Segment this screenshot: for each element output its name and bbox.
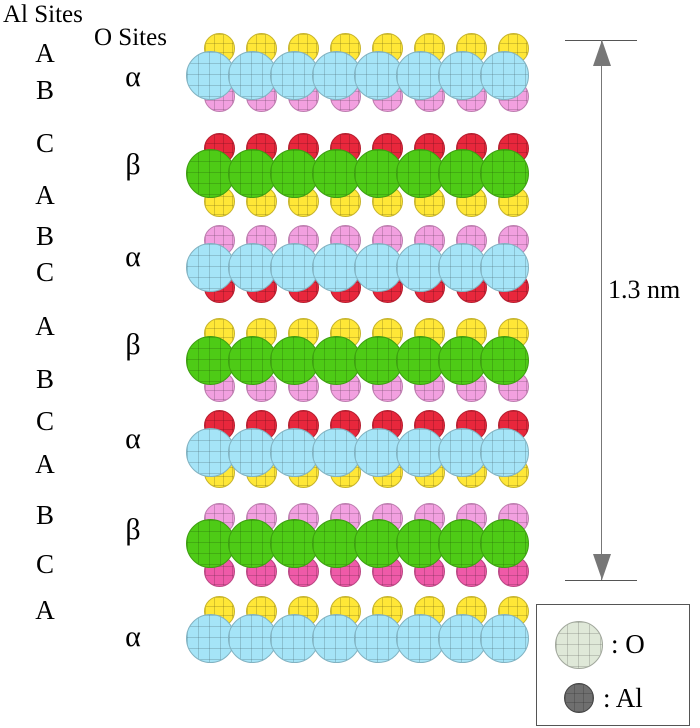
oxygen-atom	[396, 519, 445, 568]
oxygen-atom	[438, 336, 487, 385]
legend-oxygen-label: : O	[611, 629, 645, 659]
oxygen-atom	[186, 51, 235, 100]
oxygen-atom	[186, 519, 235, 568]
oxygen-atom	[480, 51, 529, 100]
oxygen-atom	[312, 149, 361, 198]
oxygen-atom	[228, 243, 277, 292]
o-site-label: α	[125, 60, 141, 93]
oxygen-atom	[270, 519, 319, 568]
al-site-label: C	[35, 128, 54, 158]
aluminium-atom	[330, 33, 361, 64]
oxygen-atom	[480, 519, 529, 568]
al-site-label: A	[35, 595, 55, 625]
oxygen-atom	[312, 428, 361, 477]
al-site-label: A	[35, 180, 55, 210]
oxygen-atom	[354, 614, 403, 663]
scale-bar-label: 1.3 nm	[608, 275, 681, 304]
oxygen-atom	[438, 51, 487, 100]
o-site-label: α	[125, 422, 141, 455]
o-site-label: β	[125, 328, 141, 361]
oxygen-atom	[354, 336, 403, 385]
oxygen-atom	[396, 614, 445, 663]
oxygen-atom	[312, 614, 361, 663]
oxygen-atom	[270, 428, 319, 477]
al-site-label: A	[35, 449, 55, 479]
oxygen-atom	[186, 614, 235, 663]
oxygen-atom	[354, 519, 403, 568]
oxygen-atom	[228, 519, 277, 568]
oxygen-atom	[480, 614, 529, 663]
oxygen-atom	[312, 243, 361, 292]
oxygen-atom	[438, 519, 487, 568]
scale-arrow-shaft	[601, 40, 602, 580]
al-sites-header: Al Sites	[3, 1, 83, 28]
al-site-label: C	[35, 257, 54, 287]
oxygen-atom	[228, 336, 277, 385]
oxygen-atom	[396, 149, 445, 198]
al-site-label: C	[35, 549, 54, 579]
oxygen-atom	[396, 428, 445, 477]
oxygen-atom	[312, 519, 361, 568]
legend-oxygen-icon	[555, 621, 603, 669]
oxygen-atom	[438, 614, 487, 663]
oxygen-atom	[270, 336, 319, 385]
oxygen-atom	[396, 243, 445, 292]
oxygen-atom	[396, 51, 445, 100]
oxygen-atom	[480, 336, 529, 385]
o-site-label: α	[125, 240, 141, 273]
o-sites-header: O Sites	[94, 24, 167, 51]
oxygen-atom	[270, 51, 319, 100]
al-site-label: B	[35, 75, 54, 105]
oxygen-atom	[354, 428, 403, 477]
al-site-label: B	[35, 500, 54, 530]
oxygen-atom	[438, 428, 487, 477]
legend-aluminium-label: : Al	[603, 683, 643, 713]
al-site-label: C	[35, 406, 54, 436]
legend-aluminium-icon	[564, 683, 594, 713]
oxygen-atom	[186, 336, 235, 385]
oxygen-atom	[312, 336, 361, 385]
o-site-label: β	[125, 148, 141, 181]
oxygen-atom	[480, 428, 529, 477]
oxygen-atom	[186, 243, 235, 292]
oxygen-atom	[270, 243, 319, 292]
oxygen-atom	[270, 614, 319, 663]
al-site-label: A	[35, 38, 55, 68]
oxygen-atom	[480, 149, 529, 198]
o-site-label: β	[125, 513, 141, 546]
oxygen-atom	[438, 149, 487, 198]
legend-box: : O : Al	[536, 604, 690, 726]
oxygen-atom	[438, 243, 487, 292]
al-site-label: B	[35, 221, 54, 251]
scale-arrowhead-up	[593, 40, 611, 66]
aluminium-atom	[204, 596, 235, 627]
oxygen-atom	[480, 243, 529, 292]
al-site-label: A	[35, 311, 55, 341]
oxygen-atom	[228, 614, 277, 663]
oxygen-atom	[186, 149, 235, 198]
al-site-label: B	[35, 364, 54, 394]
oxygen-atom	[228, 51, 277, 100]
scale-tick	[565, 580, 637, 581]
oxygen-atom	[270, 149, 319, 198]
scale-arrowhead-down	[593, 554, 611, 580]
o-site-label: α	[125, 620, 141, 653]
oxygen-atom	[354, 51, 403, 100]
oxygen-atom	[228, 149, 277, 198]
oxygen-atom	[354, 243, 403, 292]
